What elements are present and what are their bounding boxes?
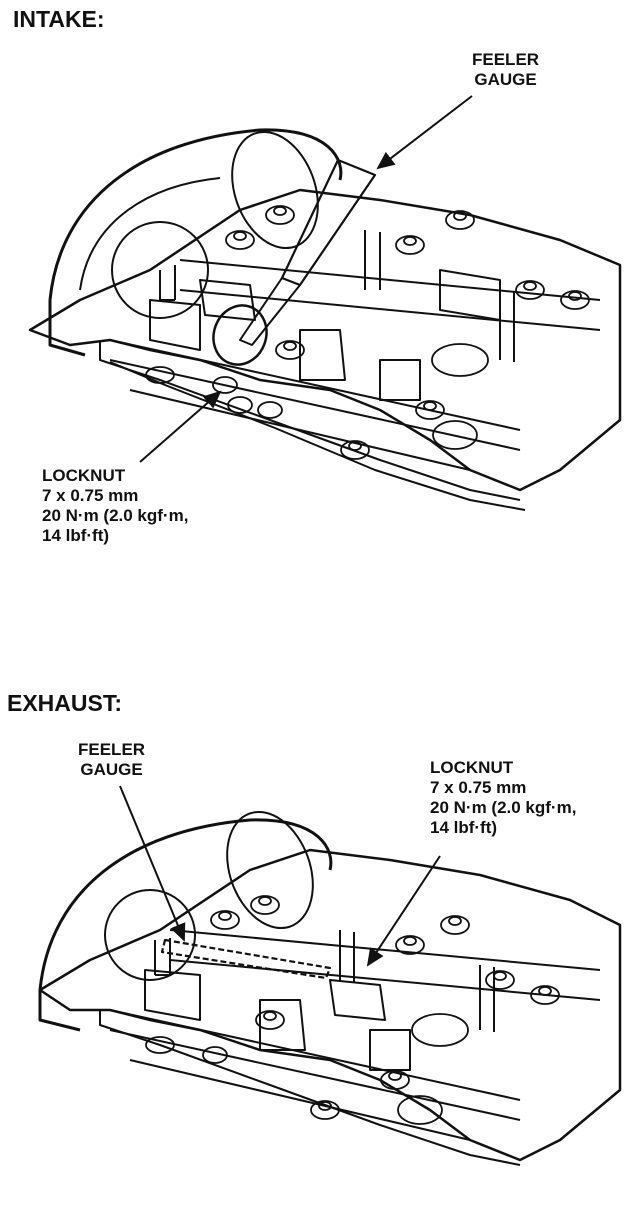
intake-feeler-gauge-label: FEELER GAUGE <box>472 50 539 90</box>
exhaust-locknut-line-1: LOCKNUT <box>430 758 514 777</box>
intake-locknut-line-2: 7 x 0.75 mm <box>42 486 139 506</box>
intake-locknut-line-4: 14 lbf·ft) <box>42 526 110 546</box>
exhaust-locknut-line-4: 14 lbf·ft) <box>430 818 498 838</box>
exhaust-feeler-line-2: GAUGE <box>80 760 143 780</box>
intake-feeler-arrow <box>376 95 473 170</box>
intake-feeler-line-2: GAUGE <box>474 70 537 90</box>
intake-engine-illustration <box>28 128 622 511</box>
exhaust-locknut-line-2: 7 x 0.75 mm <box>430 778 527 798</box>
exhaust-feeler-gauge-label: FEELER GAUGE <box>78 740 145 780</box>
intake-feeler-line-1: FEELER <box>472 50 540 69</box>
exhaust-locknut-arrow <box>366 855 441 967</box>
intake-locknut-label: LOCKNUT 7 x 0.75 mm 20 N·m (2.0 kgf·m, 1… <box>42 466 188 546</box>
exhaust-engine-illustration <box>38 810 622 1166</box>
intake-locknut-line-1: LOCKNUT <box>42 466 126 485</box>
exhaust-locknut-label: LOCKNUT 7 x 0.75 mm 20 N·m (2.0 kgf·m, 1… <box>430 758 576 838</box>
intake-locknut-line-3: 20 N·m (2.0 kgf·m, <box>42 506 189 526</box>
exhaust-feeler-line-1: FEELER <box>78 740 146 759</box>
intake-heading: INTAKE: <box>13 6 105 32</box>
exhaust-feeler-arrow <box>119 785 186 942</box>
exhaust-heading: EXHAUST: <box>7 690 123 716</box>
intake-locknut-arrow <box>139 390 222 463</box>
exhaust-locknut-line-3: 20 N·m (2.0 kgf·m, <box>430 798 577 818</box>
